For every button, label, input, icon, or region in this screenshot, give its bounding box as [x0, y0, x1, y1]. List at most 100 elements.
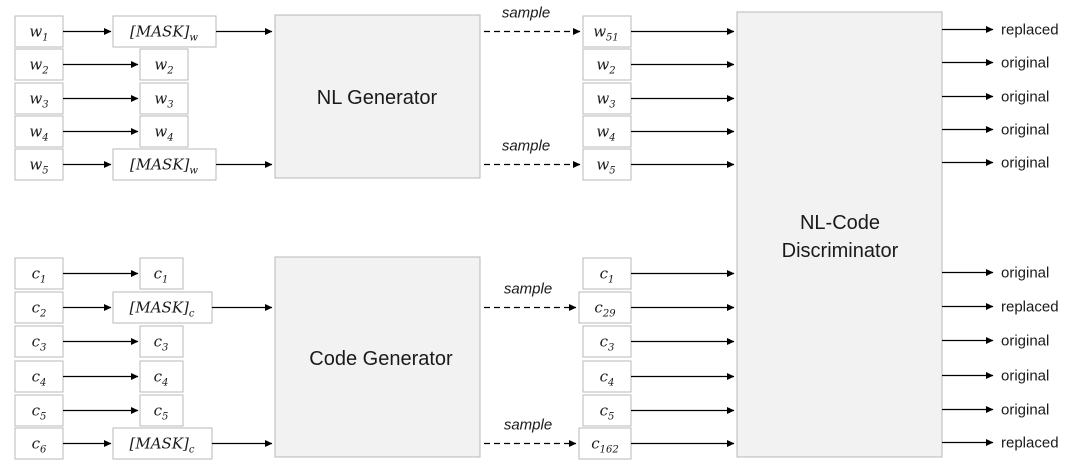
- nl-generated-box: [582, 115, 632, 148]
- nl-passthrough-token-subscript: 3: [167, 100, 173, 111]
- nl-input-token: w5: [29, 156, 48, 177]
- nl-generated-token: w3: [596, 90, 615, 111]
- nl-generated-box: [582, 148, 632, 181]
- code-generator-block: [274, 256, 481, 458]
- nl-input-box: [14, 82, 64, 115]
- nl-sample-label: sample: [502, 5, 550, 22]
- nl-output-label: replaced: [1001, 22, 1059, 39]
- nl-output-label: original: [1001, 122, 1049, 139]
- nl-output-label: original: [1001, 155, 1049, 172]
- nl-passthrough-box: [139, 48, 189, 81]
- code-passthrough-token: c3: [154, 333, 169, 354]
- nl-generated-token-symbol: w: [596, 156, 609, 174]
- code-generator-label: Code Generator: [309, 348, 453, 370]
- code-mask-box: [112, 427, 213, 460]
- code-mask-token: [MASK]c: [130, 435, 195, 456]
- code-generated-token: c4: [600, 368, 615, 389]
- code-output-label: replaced: [1001, 299, 1059, 316]
- nl-generator-label: NL Generator: [317, 87, 438, 109]
- code-generated-token: c29: [594, 299, 616, 320]
- nl-mask-token: [MASK]w: [130, 156, 198, 177]
- code-input-box: [14, 427, 64, 460]
- nl-output-label: original: [1001, 55, 1049, 72]
- code-generated-token-symbol: c: [600, 368, 609, 386]
- nl-generator-block: [274, 14, 481, 179]
- code-output-label: original: [1001, 402, 1049, 419]
- nl-generated-box: [582, 15, 632, 48]
- code-input-token: c3: [32, 333, 47, 354]
- nl-passthrough-token-subscript: 2: [166, 66, 173, 77]
- code-generated-token: c1: [600, 265, 615, 286]
- code-passthrough-token-symbol: c: [154, 265, 163, 283]
- code-passthrough-box: [139, 394, 184, 427]
- nl-input-token-symbol: w: [29, 56, 42, 74]
- nl-input-token-subscript: 3: [42, 100, 48, 111]
- code-generated-token-symbol: c: [594, 299, 603, 317]
- code-generated-token-symbol: c: [600, 402, 609, 420]
- code-mask-token: [MASK]c: [130, 299, 195, 320]
- code-input-token-subscript: 6: [40, 445, 47, 456]
- code-generated-token: c5: [600, 402, 615, 423]
- code-input-box: [14, 291, 64, 324]
- code-passthrough-token-subscript: 3: [162, 343, 168, 354]
- code-input-token-subscript: 3: [40, 343, 46, 354]
- code-output-label: original: [1001, 368, 1049, 385]
- code-mask-token-symbol: [MASK]: [130, 435, 190, 453]
- code-input-box: [14, 394, 64, 427]
- code-passthrough-box: [139, 360, 184, 393]
- code-input-token: c2: [32, 299, 47, 320]
- nl-passthrough-token-symbol: w: [154, 56, 167, 74]
- code-input-box: [14, 325, 64, 358]
- nl-generated-token-subscript: 3: [609, 100, 615, 111]
- code-generated-token: c3: [600, 333, 615, 354]
- nl-input-box: [14, 15, 64, 48]
- nl-sample-label: sample: [502, 138, 550, 155]
- nl-mask-token-symbol: [MASK]: [130, 156, 190, 174]
- code-generated-token-symbol: c: [600, 333, 609, 351]
- nl-input-token: w4: [29, 123, 48, 144]
- nl-output-label: original: [1001, 89, 1049, 106]
- code-input-token-symbol: c: [32, 368, 41, 386]
- nl-mask-token: [MASK]w: [130, 23, 198, 44]
- discriminator-label-line1: NL-Code: [800, 212, 880, 234]
- code-passthrough-token-subscript: 1: [162, 275, 168, 286]
- nl-generated-token-subscript: 51: [606, 33, 619, 44]
- nl-input-token-symbol: w: [29, 90, 42, 108]
- nl-generated-token: w5: [596, 156, 615, 177]
- code-input-token: c1: [32, 265, 47, 286]
- code-input-token-subscript: 2: [39, 309, 46, 320]
- nl-passthrough-token-symbol: w: [154, 90, 167, 108]
- nl-passthrough-token-subscript: 4: [166, 133, 173, 144]
- code-sample-label: sample: [504, 417, 552, 434]
- nl-passthrough-token-symbol: w: [154, 123, 167, 141]
- nl-input-token-subscript: 5: [42, 166, 48, 177]
- nl-generated-token: w51: [593, 23, 619, 44]
- nl-input-token: w1: [29, 23, 48, 44]
- nl-input-box: [14, 148, 64, 181]
- code-mask-token-subscript: c: [189, 309, 195, 320]
- nl-passthrough-box: [139, 82, 189, 115]
- code-input-token: c4: [32, 368, 47, 389]
- nl-mask-box: [112, 15, 217, 48]
- code-passthrough-box: [139, 325, 184, 358]
- code-output-label: replaced: [1001, 435, 1059, 452]
- code-generated-box: [578, 427, 632, 460]
- code-generated-box: [578, 291, 632, 324]
- code-passthrough-box: [139, 257, 184, 290]
- arrows-layer: [63, 26, 994, 447]
- nl-input-token-symbol: w: [29, 123, 42, 141]
- code-passthrough-token-symbol: c: [154, 368, 163, 386]
- code-generated-token-subscript: 162: [600, 445, 619, 456]
- code-input-token: c6: [32, 435, 47, 456]
- nl-input-token-subscript: 2: [41, 66, 48, 77]
- nl-passthrough-token: w3: [154, 90, 173, 111]
- code-input-box: [14, 257, 64, 290]
- code-input-token-symbol: c: [32, 402, 41, 420]
- code-generated-token-subscript: 3: [608, 343, 614, 354]
- nl-mask-token-subscript: w: [189, 33, 198, 44]
- code-sample-label: sample: [504, 281, 552, 298]
- nl-generated-token-symbol: w: [596, 90, 609, 108]
- nl-generated-token-subscript: 5: [609, 166, 615, 177]
- code-generated-token-subscript: 4: [607, 378, 614, 389]
